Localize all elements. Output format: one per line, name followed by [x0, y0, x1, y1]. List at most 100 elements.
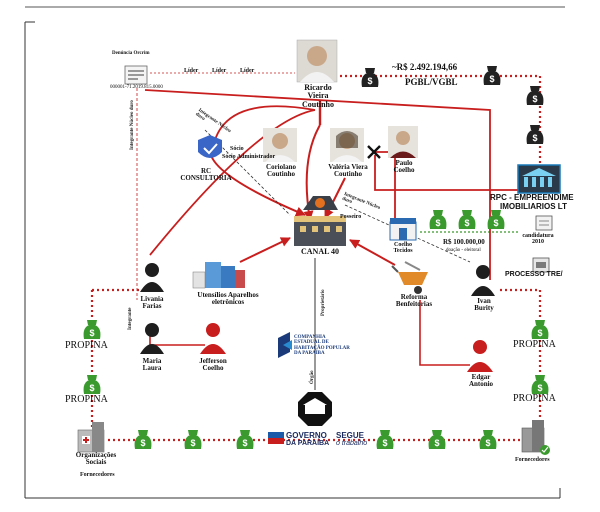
money-bag-icon: $: [428, 430, 446, 449]
edge-socio-administrador: Sócio Administrador: [222, 154, 276, 160]
money-bag-icon: $: [458, 210, 476, 229]
shield-icon: [198, 135, 222, 158]
edge-loop-right: [500, 288, 542, 428]
candidatura-label: candidatura 2010: [522, 233, 554, 246]
svg-text:$: $: [537, 328, 542, 338]
fornecedores-right-label: Fornecedores: [515, 457, 550, 463]
edge-paulo-rpc: [374, 155, 520, 191]
cehap-logo-icon: [278, 332, 292, 358]
edge-valeria-canal: [324, 177, 346, 219]
utensilios-label: Utensílios Aparelhos eletrônicos: [197, 291, 259, 307]
money-bag-icon: $: [184, 430, 202, 449]
edge-pgbl-route: [335, 74, 542, 170]
governo-emblem-icon: [298, 392, 332, 426]
coriolano-photo: [263, 128, 297, 162]
reforma-label: Reforma Benfeitorias: [395, 293, 433, 309]
tv-station-icon: [294, 196, 346, 246]
rc-consultoria-label: RC CONSULTORIA: [180, 167, 232, 183]
maria-person-icon: [140, 323, 164, 354]
svg-text:$: $: [532, 133, 537, 143]
governo-flag-icon: [268, 432, 284, 444]
rpc-label-line1: RPC - EMPREENDIME: [490, 193, 574, 202]
ivan-label: Ivan Burity: [474, 297, 494, 313]
svg-text:$: $: [382, 438, 387, 448]
money-bag-dark-icon: $: [526, 125, 544, 144]
processo-label: PROCESSO TRE/: [505, 271, 563, 278]
money-bag-icon: $: [531, 320, 549, 339]
canal40-label: CANAL 40: [300, 247, 339, 256]
edge-posseiro: Posseiro: [340, 214, 362, 220]
edge-nucleo-right: [344, 204, 471, 263]
valor-doacao: R$ 100.000,00: [443, 238, 485, 246]
ivan-person-icon: [471, 265, 495, 296]
svg-text:$: $: [89, 328, 94, 338]
valeria-photo: [330, 128, 364, 162]
svg-text:$: $: [485, 438, 490, 448]
svg-text:$: $: [367, 76, 372, 86]
cehap-label: COMPANHIA ESTADUAL DE HABITAÇÃO POPULAR …: [294, 335, 350, 356]
edge-lider-3: Líder: [240, 68, 255, 74]
svg-text:$: $: [242, 438, 247, 448]
governo-logo-line1: GOVERNO: [286, 431, 327, 440]
svg-text:$: $: [532, 94, 537, 104]
appliances-icon: [192, 262, 245, 289]
svg-text:$: $: [435, 218, 440, 228]
money-bag-icon: $: [83, 375, 101, 394]
segue-logo-line1: SEGUE: [336, 431, 365, 440]
maria-label: Maria Laura: [142, 357, 162, 373]
edge-ricardo-rc: [214, 105, 316, 141]
money-bag-dark-icon: $: [361, 68, 379, 87]
svg-text:$: $: [493, 218, 498, 228]
svg-text:$: $: [537, 383, 542, 393]
pgbl-label: PGBL/VGBL: [405, 77, 458, 87]
organizacoes-label: Organizações Sociais: [75, 451, 117, 467]
svg-text:$: $: [464, 218, 469, 228]
propina-label-left-bottom: PROPINA: [65, 394, 108, 405]
money-bag-dark-icon: $: [483, 66, 501, 85]
coelho-tecidos-label: Coelho Tecidos: [393, 242, 413, 255]
livania-label: Livania Farias: [140, 295, 164, 311]
supplier-building-icon: [521, 420, 550, 455]
svg-text:$: $: [489, 74, 494, 84]
money-bag-icon: $: [376, 430, 394, 449]
edge-lider-2: Líder: [212, 68, 227, 74]
edgar-label: Edgar Antonio: [468, 373, 494, 389]
hospital-building-icon: [77, 422, 105, 453]
money-bag-icon: $: [531, 375, 549, 394]
svg-text:$: $: [140, 438, 145, 448]
svg-text:$: $: [434, 438, 439, 448]
livania-person-icon: [140, 263, 164, 292]
svg-text:$: $: [89, 383, 94, 393]
denuncia-code: 000001-71.2019.815.0000: [110, 85, 163, 90]
edge-integrante-left: Integrante: [128, 307, 133, 331]
edge-ricardo-livania: [149, 109, 316, 256]
rpc-building-icon: [517, 164, 561, 194]
edge-lider-1: Líder: [184, 68, 199, 74]
valeria-label: Valéria Viera Coutinho: [328, 163, 368, 179]
ricardo-label: Ricardo Vieira Coutinho: [301, 83, 334, 109]
edge-proprietario: Proprietário: [321, 289, 326, 316]
paulo-photo: [388, 126, 418, 158]
propina-label-right-top: PROPINA: [513, 339, 556, 350]
court-icon: [532, 257, 550, 273]
denuncia-label: Denúncia Orcrim: [112, 51, 150, 56]
rpc-label-line2: IMOBILIARIOS LT: [500, 202, 567, 211]
coriolano-label: Coriolano Coutinho: [266, 163, 296, 179]
edge-integrante-nucleo-left: Integrante Núcleo duro: [130, 100, 135, 150]
edgar-person-icon: [467, 340, 493, 372]
money-bag-icon: $: [236, 430, 254, 449]
money-bag-icon: $: [134, 430, 152, 449]
edge-reforma-canal: [349, 239, 396, 266]
jefferson-label: Jefferson Coelho: [199, 357, 227, 373]
ballot-icon: [535, 215, 553, 231]
money-bag-icon: $: [479, 430, 497, 449]
fornecedores-left-label: Fornecedores: [80, 472, 115, 478]
document-icon: [124, 65, 148, 85]
edge-utensilios-canal: [239, 237, 291, 263]
valor-top: ~R$ 2.492.194,66: [392, 62, 458, 72]
ricardo-photo: [296, 39, 338, 83]
svg-text:$: $: [190, 438, 195, 448]
money-bag-icon: $: [83, 320, 101, 339]
wheelbarrow-icon: [391, 261, 428, 294]
